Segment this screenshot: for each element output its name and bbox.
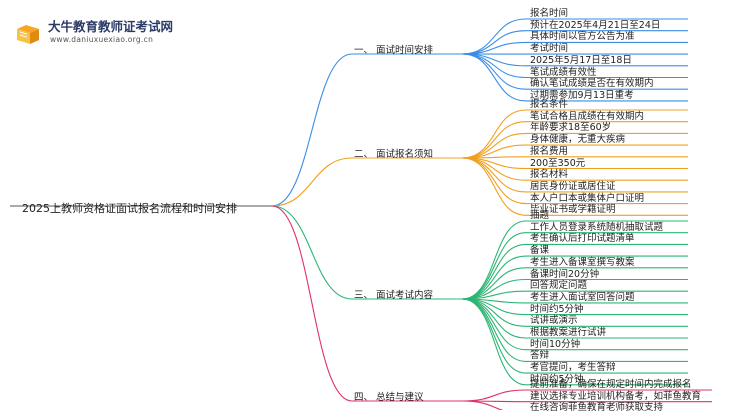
brand-title: 大牛教育教师证考试网 [48,16,173,35]
brand-url: www.daniuxuexiao.org.cn [50,35,153,44]
leaf-node: 考生进入备课室撰写教案 [530,257,635,268]
branch-to-leaf-curve [462,256,526,299]
leaf-node: 具体时间以官方公告为准 [530,31,635,42]
branch-to-leaf-curve [462,158,526,180]
leaf-node: 在线咨询菲鱼教育老师获取支持 [530,402,663,413]
leaf-node: 时间约5分钟 [530,304,584,315]
branch-label: 四、 总结与建议 [354,389,424,403]
root-to-branch-curve [272,158,352,206]
branch-to-leaf-curve [462,390,526,401]
branch-to-leaf-curve [462,158,526,204]
leaf-node: 抽题 [530,210,549,221]
book-icon [14,20,42,48]
branch-to-leaf-curve [462,299,526,373]
leaf-node: 工作人员登录系统随机抽取试题 [530,222,663,233]
leaf-node: 本人户口本或集体户口证明 [530,193,644,204]
branch-to-leaf-curve [462,122,526,158]
branch-label: 一、 面试时间安排 [354,42,433,56]
root-to-branch-curve [272,206,352,401]
leaf-node: 200至350元 [530,158,585,169]
leaf-node: 确认笔试成绩是否在有效期内 [530,78,654,89]
branch-to-leaf-curve [462,299,526,338]
leaf-node: 建议选择专业培训机构备考，如菲鱼教育 [530,391,701,402]
leaf-node: 年龄要求18至60岁 [530,122,611,133]
leaf-node: 笔试合格且成绩在有效期内 [530,111,644,122]
leaf-node: 身体健康，无重大疾病 [530,134,625,145]
branch-to-leaf-curve [462,158,526,215]
branch-to-leaf-curve [462,42,526,54]
branch-to-leaf-curve [462,221,526,299]
branch-label: 三、 面试考试内容 [354,287,433,301]
leaf-node: 考官提问，考生答辩 [530,362,616,373]
leaf-node: 居民身份证或居住证 [530,181,616,192]
leaf-node: 报名条件 [530,99,568,110]
root-topic: 2025上教师资格证面试报名流程和时间安排 [22,200,237,216]
branch-to-leaf-curve [462,401,526,410]
leaf-node: 备课 [530,245,549,256]
brand-logo: 大牛教育教师证考试网 www.daniuxuexiao.org.cn [14,14,164,50]
leaf-node: 报名时间 [530,8,568,19]
leaf-node: 时间10分钟 [530,339,580,350]
leaf-node: 预计在2025年4月21日至24日 [530,20,660,31]
leaf-node: 考生确认后打印试题清单 [530,233,635,244]
branch-label: 二、 面试报名须知 [354,146,433,160]
branch-to-leaf-curve [462,54,526,101]
leaf-node: 根据教案进行试讲 [530,327,606,338]
branch-to-leaf-curve [462,244,526,299]
leaf-node: 答辩 [530,350,549,361]
leaf-node: 考试时间 [530,43,568,54]
leaf-node: 2025年5月17日至18日 [530,55,632,66]
leaf-node: 试讲或演示 [530,315,578,326]
leaf-node: 备课时间20分钟 [530,269,599,280]
leaf-node: 考生进入面试室回答问题 [530,292,635,303]
branch-to-leaf-curve [462,299,526,361]
leaf-node: 提前准备，确保在规定时间内完成报名 [530,379,692,390]
leaf-node: 报名费用 [530,146,568,157]
leaf-node: 报名材料 [530,169,568,180]
root-to-branch-curve [272,54,352,206]
leaf-node: 回答规定问题 [530,280,587,291]
root-to-branch-curve [272,206,352,299]
leaf-node: 笔试成绩有效性 [530,67,597,78]
